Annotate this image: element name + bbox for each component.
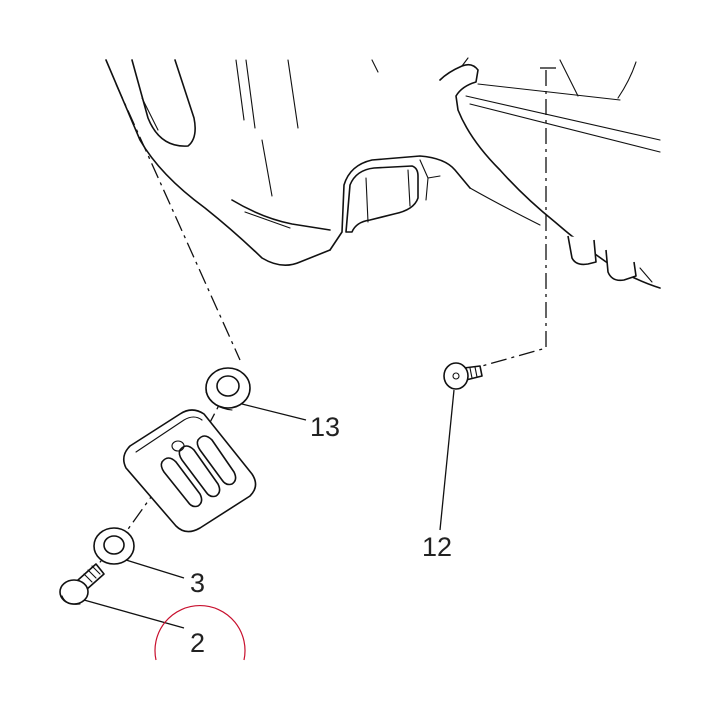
highlight-circle [154,605,246,661]
leader-lines [83,389,455,629]
washer-part-13 [205,367,251,411]
housing-body [105,57,661,289]
assembly-axis-right [481,67,556,367]
pad-grooves [160,435,237,508]
callout-13: 13 [310,412,340,442]
callout-12: 12 [422,532,452,562]
callout-3: 3 [190,568,205,598]
callout-2: 2 [190,628,205,658]
washer-part-3 [93,527,135,565]
bolt-part-2 [59,563,105,605]
screw-part-12 [443,362,483,390]
rubber-pad [122,409,257,533]
